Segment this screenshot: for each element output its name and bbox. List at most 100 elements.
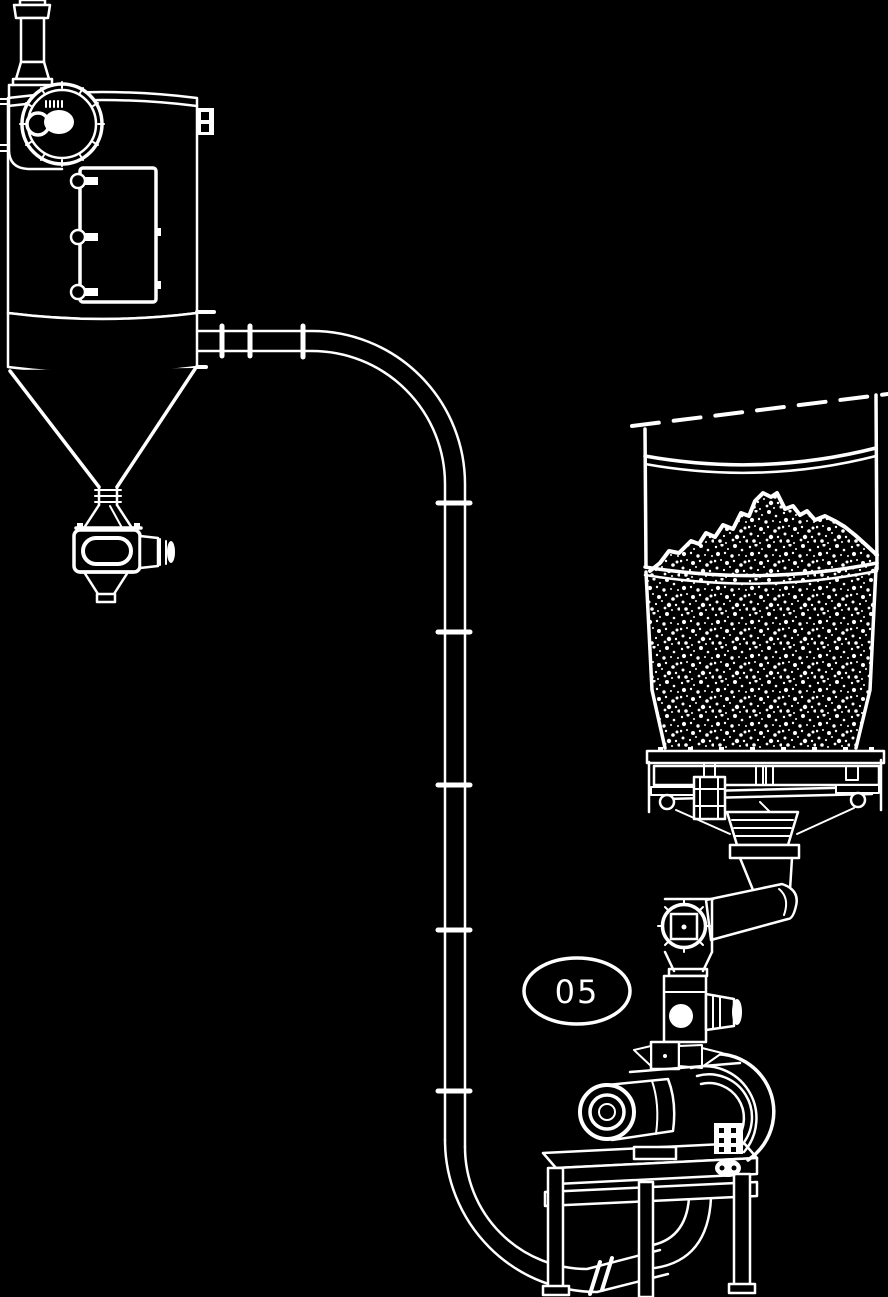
door-hinge bbox=[69, 283, 87, 301]
motor-shaft bbox=[598, 1103, 616, 1121]
rotary-feeder bbox=[628, 897, 742, 1074]
bracket-arm bbox=[650, 786, 697, 796]
stack-flare bbox=[14, 60, 51, 81]
inlet-cone-inner bbox=[109, 505, 122, 527]
fan-rim-bolts bbox=[19, 81, 105, 167]
silo-rim-arc2 bbox=[643, 454, 878, 475]
mount-plate-dot bbox=[663, 1054, 667, 1058]
motor-end-cap bbox=[732, 999, 742, 1025]
pipe-seam bbox=[600, 1256, 614, 1292]
cone-edge bbox=[115, 367, 197, 489]
motor-foot bbox=[632, 1145, 678, 1161]
inlet-cone-edge bbox=[82, 503, 101, 530]
pipe-inner-line bbox=[195, 349, 447, 1142]
silo-wall-left bbox=[643, 427, 648, 569]
vibrator-body bbox=[692, 775, 727, 821]
sleeve-flange bbox=[728, 843, 801, 860]
funnel-edge bbox=[788, 856, 794, 892]
motor-face-inner bbox=[588, 1093, 626, 1131]
feeder-motor bbox=[704, 992, 742, 1032]
feeder-hub bbox=[669, 1004, 693, 1028]
material-fill bbox=[648, 493, 877, 748]
mount-gusset bbox=[633, 1045, 652, 1067]
door-hinge bbox=[69, 172, 87, 190]
elbow-tube bbox=[704, 882, 798, 942]
cone-edge bbox=[8, 369, 101, 489]
blower-port bbox=[715, 1159, 741, 1177]
port-bolt bbox=[719, 1165, 725, 1171]
fan-vent-slits bbox=[45, 100, 63, 108]
vibrator-motor bbox=[692, 762, 727, 821]
junction-box-bolts bbox=[719, 1128, 736, 1152]
hinge-pin bbox=[85, 177, 98, 185]
housing-ring-section bbox=[6, 311, 199, 375]
side-bolt bbox=[845, 765, 859, 781]
stack-tube bbox=[19, 16, 46, 64]
flange-bolts bbox=[658, 747, 874, 752]
silo-wall-right bbox=[874, 393, 879, 571]
motor-body bbox=[138, 534, 160, 570]
silo-cone-edge-left bbox=[644, 570, 667, 750]
airlock-motor bbox=[138, 534, 175, 570]
bracket-roller bbox=[849, 791, 867, 809]
outlet-cone-edge bbox=[112, 570, 130, 596]
strut bbox=[675, 809, 731, 835]
feeder-shaft-dot bbox=[681, 924, 687, 930]
drive-motor bbox=[578, 1077, 678, 1161]
mount-gusset bbox=[701, 1047, 723, 1068]
leg-foot bbox=[727, 1282, 757, 1295]
blower-package bbox=[578, 1052, 776, 1177]
stand-leg bbox=[637, 1180, 655, 1297]
hopper-cone bbox=[8, 367, 197, 507]
strut bbox=[796, 807, 855, 835]
tag-number: 05 bbox=[555, 973, 600, 1011]
pile-profile bbox=[648, 491, 879, 573]
blower-rib bbox=[695, 1073, 754, 1148]
mount-gusset bbox=[678, 1044, 703, 1069]
access-door bbox=[69, 166, 161, 304]
fan-motor-hub bbox=[44, 110, 74, 134]
discharge-duct bbox=[704, 810, 801, 942]
bin-discharger bbox=[645, 747, 886, 835]
rotary-airlock bbox=[72, 503, 175, 604]
flange-band-upper bbox=[645, 749, 886, 765]
flange-bolt bbox=[134, 523, 140, 529]
item-tag: 05 bbox=[522, 956, 632, 1026]
pipe-outer-line bbox=[195, 329, 467, 1149]
door-latch bbox=[155, 228, 161, 236]
exhaust-stack bbox=[11, 0, 54, 87]
stand-leg bbox=[546, 1166, 565, 1290]
motor-face-outer bbox=[578, 1083, 636, 1141]
material-pile bbox=[648, 491, 879, 748]
stack-cap bbox=[12, 3, 52, 20]
funnel-edge bbox=[738, 856, 755, 892]
silo-cutoff-dashes bbox=[630, 392, 888, 428]
bracket-slot bbox=[201, 112, 209, 120]
blower bbox=[684, 1052, 776, 1177]
port-bolt bbox=[731, 1165, 737, 1171]
silo-seam-arc2 bbox=[643, 569, 879, 585]
tag-ellipse bbox=[522, 956, 632, 1026]
silo-seam-arc bbox=[643, 561, 879, 578]
pipe-seam bbox=[588, 1260, 602, 1296]
mount-base-line bbox=[628, 1061, 742, 1074]
outlet-cone-edge bbox=[82, 570, 100, 596]
elbow-outer bbox=[653, 1196, 713, 1270]
rotor-capsule bbox=[81, 536, 133, 566]
elbow-inner bbox=[646, 1196, 691, 1248]
pipe-bottom-outer bbox=[443, 1138, 670, 1294]
bracket-slot bbox=[201, 124, 209, 132]
center-bolt bbox=[755, 765, 764, 786]
conveying-pipe bbox=[195, 323, 670, 1296]
door-latch bbox=[155, 281, 161, 289]
silo-rim-arc bbox=[643, 446, 878, 467]
elbow-cap-arc bbox=[778, 888, 788, 916]
exhaust-fan bbox=[0, 81, 105, 171]
support-stand bbox=[541, 1141, 759, 1297]
discharge-elbow bbox=[646, 1196, 713, 1270]
flange-bolt bbox=[77, 523, 83, 529]
storage-silo bbox=[630, 392, 888, 942]
inlet-cone-edge bbox=[115, 503, 134, 530]
